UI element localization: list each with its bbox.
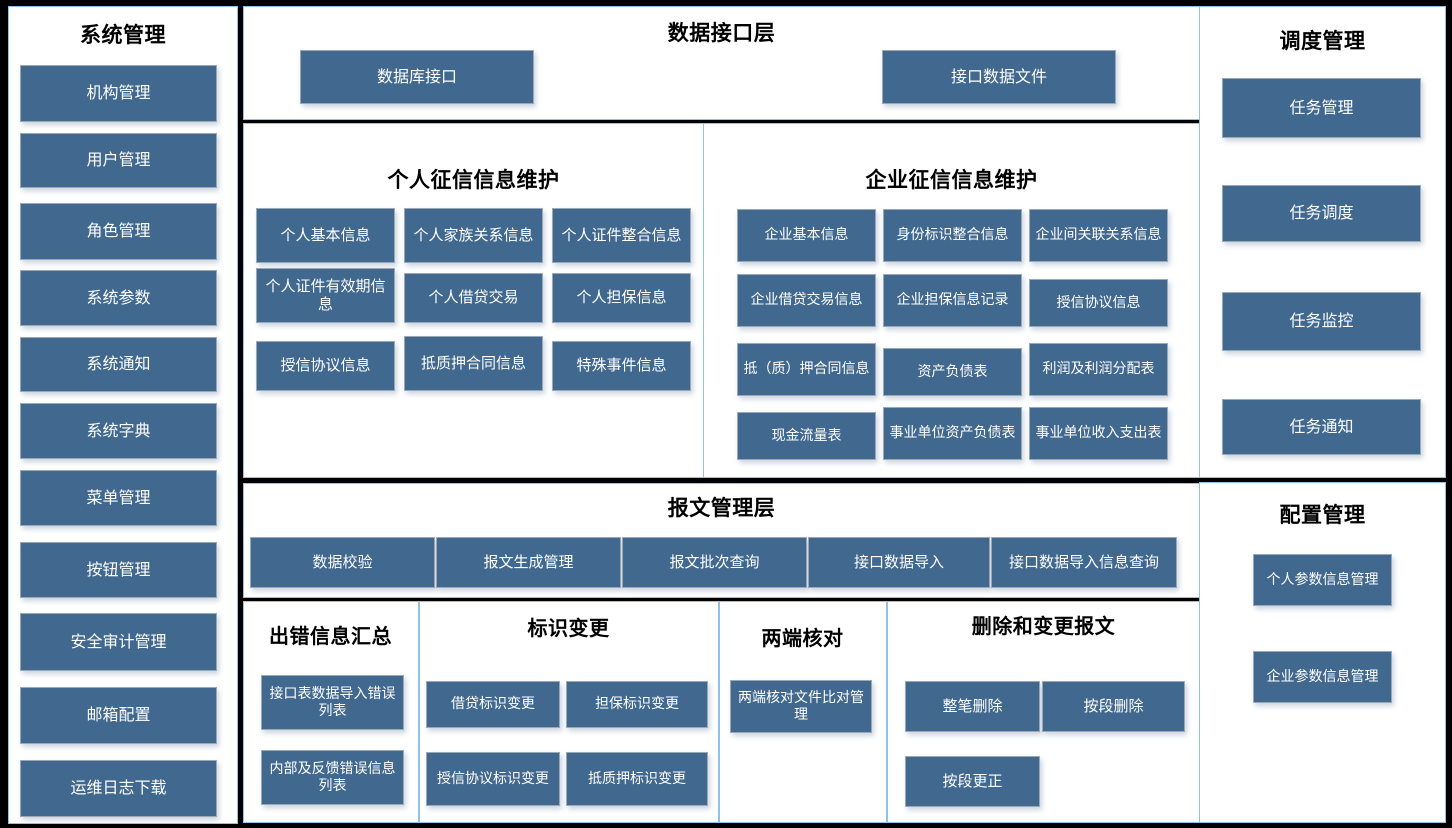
node-balance-sheet[interactable]: 资产负债表 [883,348,1022,396]
node-interface-data-import[interactable]: 接口数据导入 [808,537,990,588]
node-two-end-file-compare-management[interactable]: 两端核对文件比对管理 [730,680,872,733]
node-personal-family-relation-info[interactable]: 个人家族关系信息 [404,208,543,263]
node-credit-agreement-flag-change[interactable]: 授信协议标识变更 [426,752,560,806]
node-mortgage-contract-info-personal[interactable]: 抵质押合同信息 [404,336,543,391]
node-interface-data-import-info-query[interactable]: 接口数据导入信息查询 [991,537,1177,588]
node-cash-flow-statement[interactable]: 现金流量表 [737,412,876,460]
node-message-generation-management[interactable]: 报文生成管理 [436,537,621,588]
node-institution-income-expense-table[interactable]: 事业单位收入支出表 [1029,407,1168,460]
node-special-event-info[interactable]: 特殊事件信息 [552,341,691,391]
node-personal-basic-info[interactable]: 个人基本信息 [256,208,395,263]
sidebar-item-system-notice[interactable]: 系统通知 [20,337,217,392]
node-credit-agreement-info-enterprise[interactable]: 授信协议信息 [1029,279,1168,327]
node-personal-certificate-validity-info[interactable]: 个人证件有效期信息 [256,268,395,323]
node-data-verification[interactable]: 数据校验 [250,537,435,588]
sidebar-item-system-dictionary[interactable]: 系统字典 [20,403,217,459]
node-segment-delete[interactable]: 按段删除 [1042,681,1185,732]
message-layer-title: 报文管理层 [667,496,776,520]
node-interface-data-file[interactable]: 接口数据文件 [882,50,1116,104]
node-database-interface[interactable]: 数据库接口 [300,50,534,104]
sidebar-item-mailbox-config[interactable]: 邮箱配置 [20,687,217,744]
node-segment-correct[interactable]: 按段更正 [905,756,1040,807]
node-identity-flag-integration-info[interactable]: 身份标识整合信息 [883,209,1022,262]
node-task-notice[interactable]: 任务通知 [1222,399,1421,455]
node-interface-table-import-error-list[interactable]: 接口表数据导入错误列表 [261,675,404,730]
node-enterprise-loan-transaction-info[interactable]: 企业借贷交易信息 [737,274,876,327]
node-personal-certificate-integration-info[interactable]: 个人证件整合信息 [552,208,691,263]
bottom-divider-3 [886,601,888,823]
node-mortgage-pledge-flag-change[interactable]: 抵质押标识变更 [566,752,708,806]
node-task-management[interactable]: 任务管理 [1222,78,1421,138]
sidebar-item-menu-management[interactable]: 菜单管理 [20,470,217,526]
node-full-delete[interactable]: 整笔删除 [905,681,1040,732]
personal-credit-title: 个人征信信息维护 [387,168,560,192]
bottom-divider-2 [718,601,720,823]
error-summary-title: 出错信息汇总 [269,624,392,648]
node-loan-flag-change[interactable]: 借贷标识变更 [426,681,560,728]
sidebar-item-security-audit-management[interactable]: 安全审计管理 [20,613,217,671]
node-credit-agreement-info-personal[interactable]: 授信协议信息 [256,341,395,391]
data-interface-layer-title: 数据接口层 [667,21,776,45]
node-enterprise-relation-info[interactable]: 企业间关联关系信息 [1029,209,1168,262]
node-task-monitor[interactable]: 任务监控 [1222,292,1421,351]
config-management-title: 配置管理 [1279,503,1366,527]
node-profit-distribution-table[interactable]: 利润及利润分配表 [1029,343,1168,396]
flag-change-title: 标识变更 [527,616,610,640]
node-personal-parameter-info-management[interactable]: 个人参数信息管理 [1253,554,1392,606]
node-institution-balance-sheet[interactable]: 事业单位资产负债表 [883,407,1022,460]
enterprise-credit-title: 企业征信信息维护 [865,168,1038,192]
sidebar-item-role-management[interactable]: 角色管理 [20,203,217,260]
node-guarantee-flag-change[interactable]: 担保标识变更 [566,681,708,728]
node-personal-guarantee-info[interactable]: 个人担保信息 [552,273,691,323]
node-enterprise-guarantee-record[interactable]: 企业担保信息记录 [883,274,1022,327]
sidebar-item-user-management[interactable]: 用户管理 [20,133,217,188]
two-end-check-title: 两端核对 [761,626,844,650]
node-mortgage-pledge-contract-info[interactable]: 抵（质）押合同信息 [737,343,876,396]
node-task-schedule[interactable]: 任务调度 [1222,185,1421,242]
system-management-title: 系统管理 [80,23,166,47]
sidebar-item-button-management[interactable]: 按钮管理 [20,542,217,598]
sidebar-item-org-management[interactable]: 机构管理 [20,65,217,122]
node-enterprise-parameter-info-management[interactable]: 企业参数信息管理 [1253,651,1392,703]
sidebar-item-ops-log-download[interactable]: 运维日志下载 [20,760,217,817]
node-internal-feedback-error-info-list[interactable]: 内部及反馈错误信息列表 [261,750,404,805]
delete-change-message-title: 删除和变更报文 [971,614,1116,638]
sidebar-item-system-params[interactable]: 系统参数 [20,270,217,326]
node-personal-loan-transaction[interactable]: 个人借贷交易 [404,273,543,323]
node-enterprise-basic-info[interactable]: 企业基本信息 [737,209,876,262]
node-message-batch-query[interactable]: 报文批次查询 [622,537,807,588]
bottom-divider-1 [418,601,420,823]
schedule-management-title: 调度管理 [1279,29,1366,53]
